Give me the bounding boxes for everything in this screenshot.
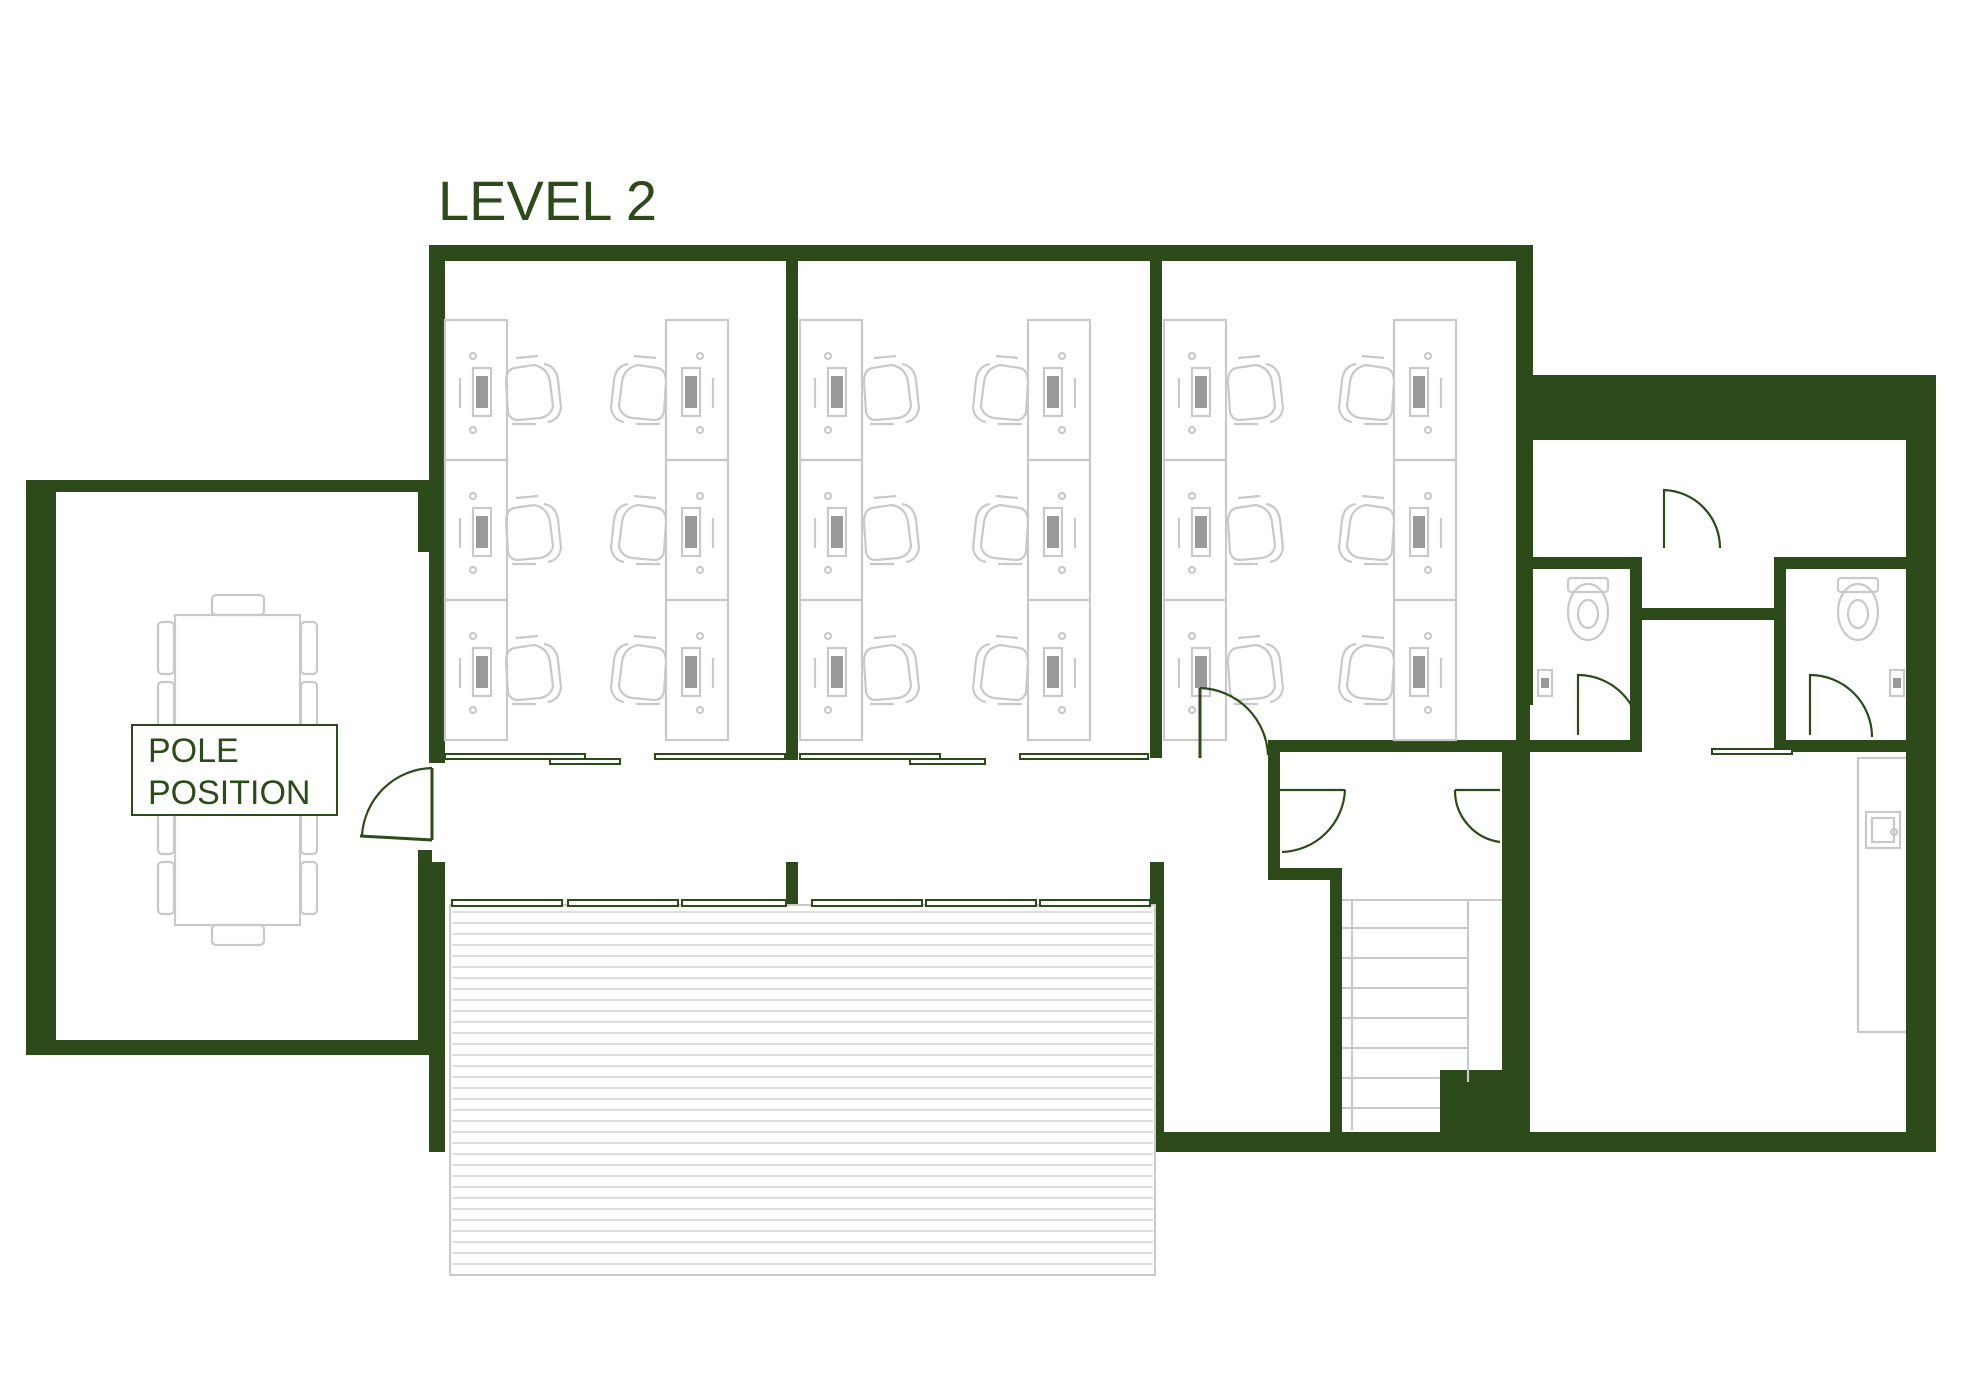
- office-2-desks: [798, 318, 1092, 742]
- kitchen-bench: [1856, 756, 1906, 1034]
- room-label-line2: POSITION: [148, 774, 310, 812]
- deck: [449, 899, 1156, 1276]
- room-label-pole-position: POLE POSITION: [131, 724, 338, 816]
- walls: [26, 245, 1936, 1152]
- office-1-desks: [443, 318, 730, 742]
- toilet-right-icon: [1836, 576, 1906, 698]
- doors: [359, 488, 1874, 854]
- plan-title: LEVEL 2: [438, 169, 657, 232]
- toilet-left-icon: [1536, 576, 1610, 698]
- staircase: [1342, 899, 1502, 1130]
- room-label-line1: POLE: [148, 732, 239, 770]
- office-3-desks: [1162, 318, 1458, 742]
